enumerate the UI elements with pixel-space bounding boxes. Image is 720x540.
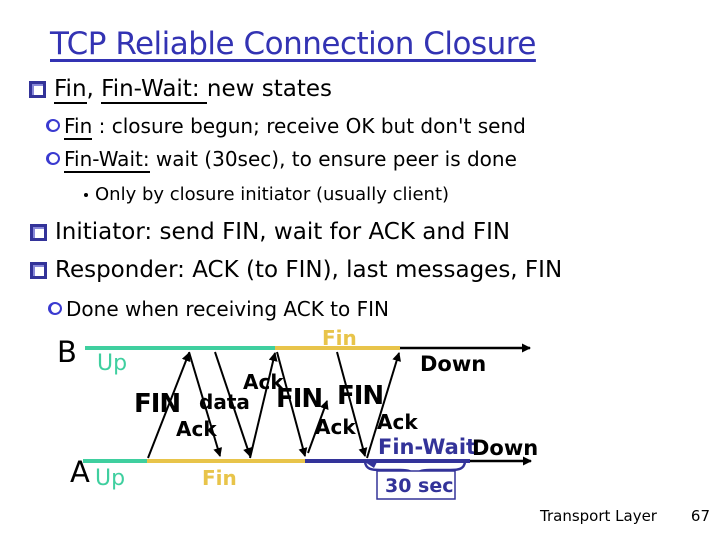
square-bullet-icon <box>30 262 47 279</box>
bullet-text: Responder: ACK (to FIN), last messages, … <box>55 257 563 283</box>
bullet-text: Initiator: send FIN, wait for ACK and FI… <box>55 219 511 245</box>
ack2-arrow <box>249 352 278 459</box>
ack4-label: Ack <box>377 410 418 434</box>
fin2-label: FIN <box>276 384 322 414</box>
bullet-text: Fin-Wait: <box>64 147 150 173</box>
fin2-arrow <box>276 351 308 457</box>
a-down-label: Down <box>472 436 538 460</box>
bullet-text: Fin <box>64 114 93 140</box>
ack3-arrow <box>307 400 329 454</box>
data-label: data <box>199 390 250 414</box>
fin3-label: FIN <box>337 381 383 411</box>
circle-bullet-icon <box>48 302 62 315</box>
timer-box <box>376 470 456 500</box>
bullet-text: Fin <box>54 76 87 104</box>
page-title: TCP Reliable Connection Closure <box>50 26 536 62</box>
bullet-text: Only by closure initiator (usually clien… <box>95 184 450 205</box>
b-up-label: Up <box>97 351 127 376</box>
bullet-text: Done when receiving ACK to FIN <box>66 297 389 321</box>
ack1-arrow <box>188 351 223 457</box>
circle-bullet-icon <box>46 119 60 132</box>
square-bullet-icon <box>30 224 47 241</box>
a-fin-label: Fin <box>202 466 237 490</box>
ack2-label: Ack <box>243 370 284 394</box>
bullet-row-responder: Responder: ACK (to FIN), last messages, … <box>30 257 563 283</box>
ack1-label: Ack <box>176 417 217 441</box>
bullet-row-done-when: Done when receiving ACK to FIN <box>48 297 389 321</box>
tcp-closure-diagram: 30 sec B A Up Fin Down Up Fin Fin-Wait D… <box>57 326 538 500</box>
square-bullet-icon <box>29 81 46 98</box>
bullet-row-initiator: Initiator: send FIN, wait for ACK and FI… <box>30 219 511 245</box>
fin3-arrow <box>336 351 368 457</box>
ack3-label: Ack <box>315 415 356 439</box>
dot-bullet-icon <box>84 193 88 197</box>
data-arrow <box>214 351 252 457</box>
fin1-arrow <box>147 352 191 459</box>
bullet-row-finwait-definition: Fin-Wait: wait (30sec), to ensure peer i… <box>46 147 517 173</box>
fin1-label: FIN <box>134 389 180 419</box>
footer-page-number: 67 <box>690 507 710 525</box>
brace-left-tip <box>365 462 377 468</box>
bullet-row-only-initiator: Only by closure initiator (usually clien… <box>84 184 450 205</box>
a-up-label: Up <box>95 466 125 491</box>
host-a-label: A <box>70 455 90 489</box>
bullet-row-fin-definition: Fin : closure begun; receive OK but don'… <box>46 114 526 140</box>
b-down-label: Down <box>420 352 486 376</box>
host-b-label: B <box>57 335 77 369</box>
ack4-arrow <box>366 352 401 459</box>
slide-footer: Transport Layer 67 <box>540 507 710 525</box>
circle-bullet-icon <box>46 152 60 165</box>
footer-section: Transport Layer <box>540 507 657 525</box>
a-finwait-label: Fin-Wait <box>378 435 476 459</box>
b-fin-label: Fin <box>322 326 357 350</box>
timer-label: 30 sec <box>385 475 454 497</box>
bullet-row-fin-finwait: Fin, Fin-Wait: new states <box>29 76 332 104</box>
